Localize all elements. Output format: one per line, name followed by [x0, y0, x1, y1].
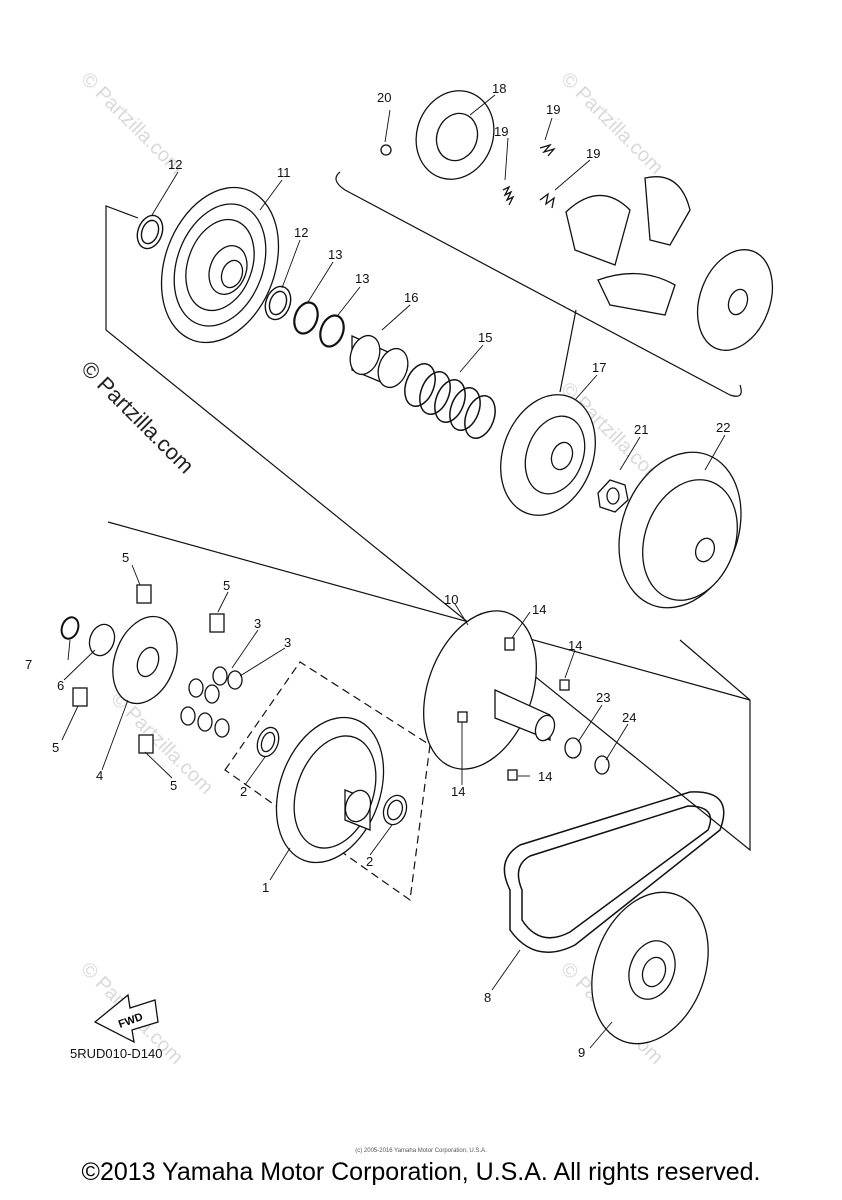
- copyright-footer: ©2013 Yamaha Motor Corporation, U.S.A. A…: [81, 1158, 761, 1186]
- callout-19b: 19: [494, 124, 508, 139]
- callout-9: 9: [578, 1045, 585, 1060]
- callout-2a: 2: [240, 784, 247, 799]
- callout-5b: 5: [223, 578, 230, 593]
- callout-13b: 13: [355, 271, 369, 286]
- callout-14c: 14: [451, 784, 465, 799]
- callout-2b: 2: [366, 854, 373, 869]
- callout-12b: 12: [294, 225, 308, 240]
- callout-15: 15: [478, 330, 492, 345]
- callout-19c: 19: [586, 146, 600, 161]
- callout-11: 11: [277, 165, 291, 180]
- diagram-code: 5RUD010-D140: [70, 1046, 163, 1061]
- rollers-icon: [180, 666, 243, 738]
- seal-rings-icon: [136, 214, 345, 348]
- callout-14a: 14: [532, 602, 546, 617]
- compression-spring-icon: [404, 363, 496, 439]
- secondary-sheave-icon: [160, 186, 280, 344]
- callout-1: 1: [262, 880, 269, 895]
- callout-12a: 12: [168, 157, 182, 172]
- callout-14b: 14: [568, 638, 582, 653]
- callout-8: 8: [484, 990, 491, 1005]
- callout-19a: 19: [546, 102, 560, 117]
- callout-17: 17: [592, 360, 606, 375]
- clutch-housing-icon: [597, 451, 742, 609]
- cooling-fan-icon: [591, 891, 709, 1045]
- v-belt-icon: [503, 791, 725, 953]
- callout-5c: 5: [52, 740, 59, 755]
- fixed-sheave-icon: [423, 610, 610, 781]
- clutch-shoes-icon: [380, 90, 774, 351]
- clutch-carrier-icon: [500, 394, 596, 516]
- callout-21: 21: [634, 422, 648, 437]
- callout-14d: 14: [538, 769, 552, 784]
- callout-20: 20: [377, 90, 391, 105]
- watermark-large: © Partzilla.com: [76, 356, 199, 479]
- callout-13a: 13: [328, 247, 342, 262]
- callout-5d: 5: [170, 778, 177, 793]
- callout-6: 6: [57, 678, 64, 693]
- leader-lines: [61, 94, 726, 1049]
- callout-24: 24: [622, 710, 636, 725]
- fwd-arrow-icon: FWD: [93, 993, 159, 1044]
- callout-16: 16: [404, 290, 418, 305]
- assembly-frame: [105, 171, 751, 902]
- primary-sheave-parts-icon: [60, 584, 243, 754]
- callout-10: 10: [444, 592, 458, 607]
- spring-guide-icon: [349, 334, 409, 389]
- callout-18: 18: [492, 81, 506, 96]
- callout-numbers: 1 2 2 3 3 4 5 5 5 5 6 7 8 9 10 11 12 12 …: [25, 81, 730, 1060]
- callout-3b: 3: [284, 635, 291, 650]
- callout-4: 4: [96, 768, 103, 783]
- watermark-mid-left: © Partzilla.com: [106, 688, 217, 799]
- callout-3a: 3: [254, 616, 261, 631]
- primary-sliding-sheave-icon: [256, 716, 408, 864]
- watermark-top-right: © Partzilla.com: [556, 68, 667, 179]
- callout-22: 22: [716, 420, 730, 435]
- callout-5a: 5: [122, 550, 129, 565]
- callout-7: 7: [25, 657, 32, 672]
- callout-23: 23: [596, 690, 610, 705]
- fine-print: (c) 2005-2016 Yamaha Motor Corporation, …: [355, 1148, 487, 1154]
